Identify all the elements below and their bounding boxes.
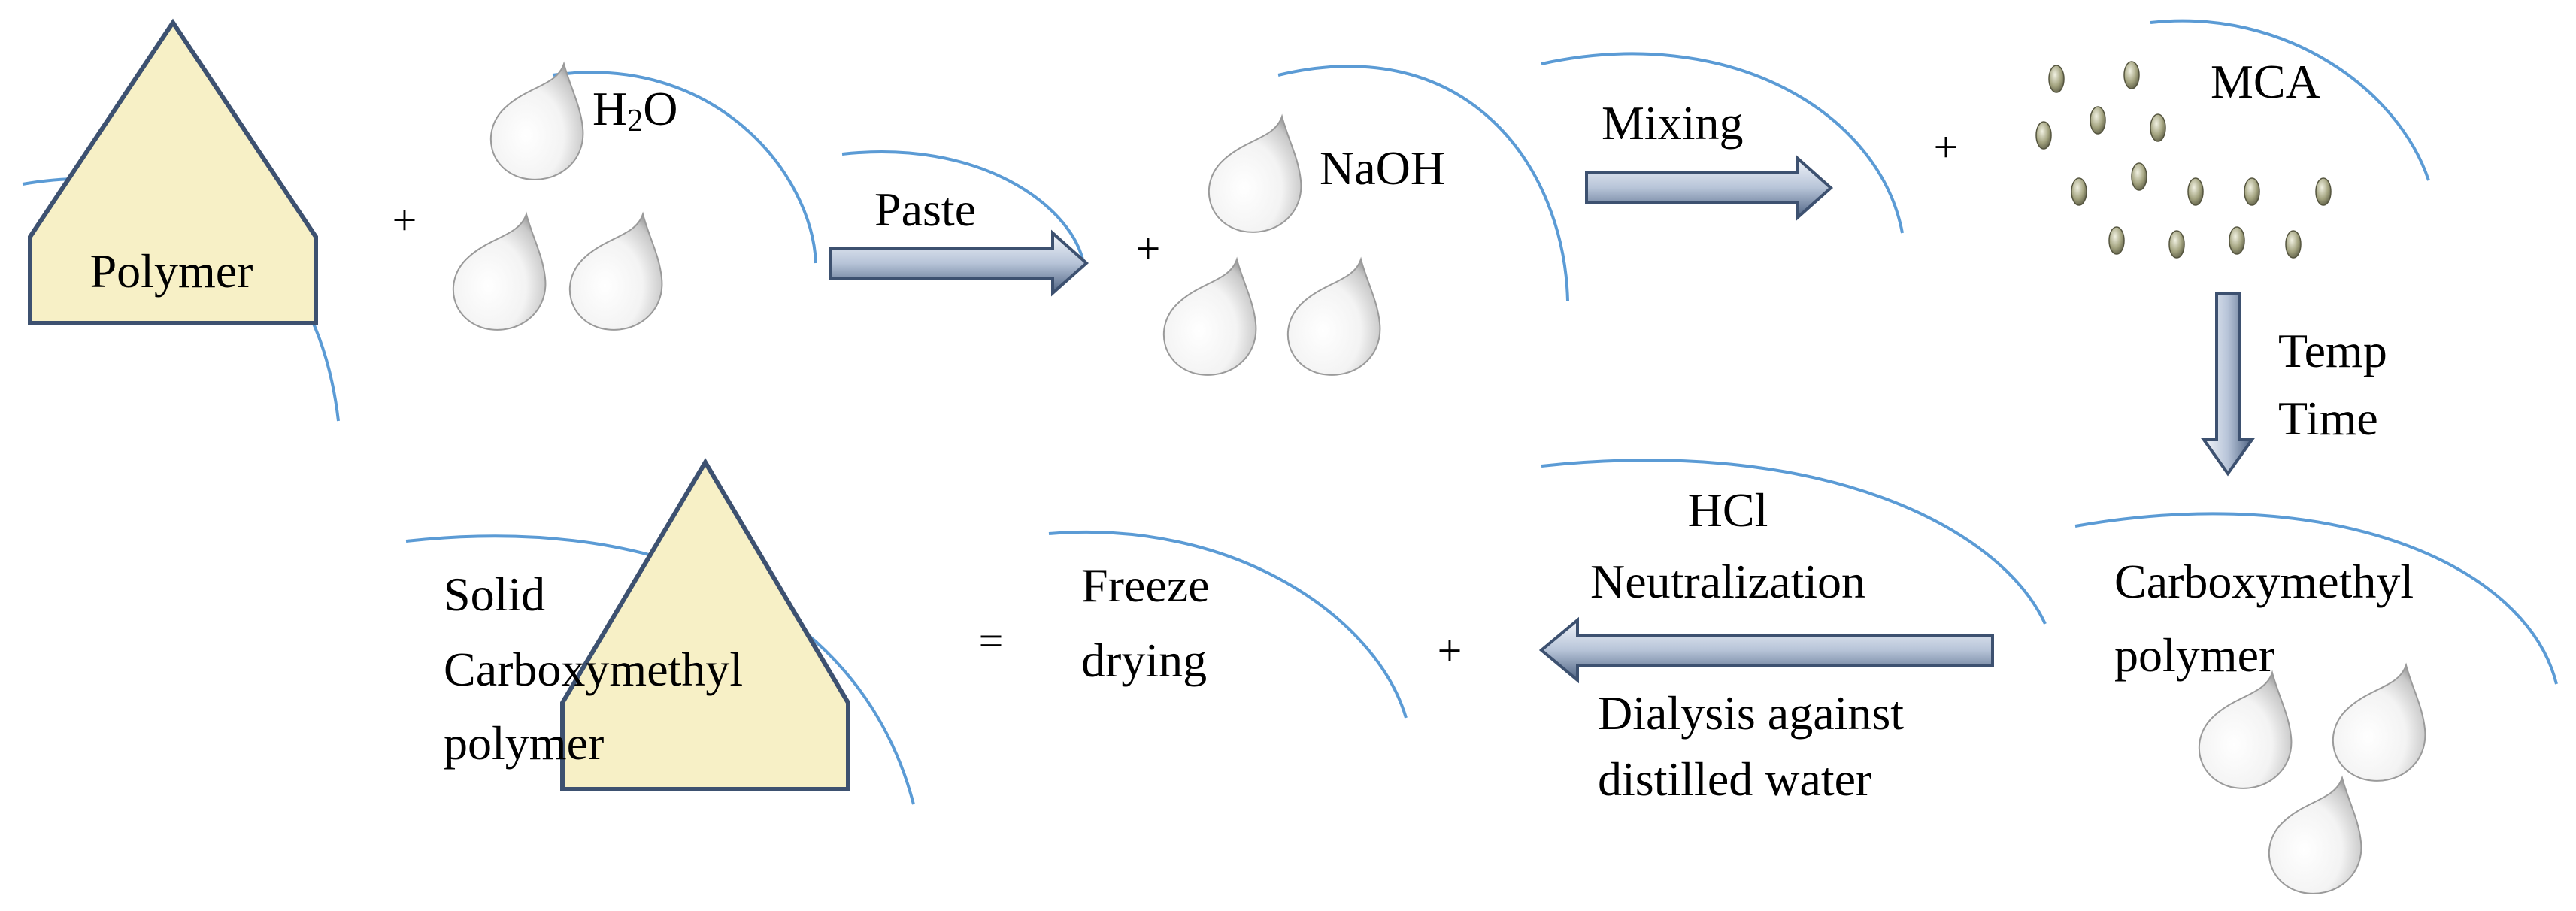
water-drop <box>568 213 663 331</box>
naoh-drop <box>1208 116 1302 233</box>
naoh-drop <box>1286 259 1381 376</box>
product-drop <box>2268 777 2362 894</box>
mixing-label: Mixing <box>1602 96 1743 150</box>
temp-time-arrow <box>2201 292 2255 477</box>
product-droplets <box>2198 664 2426 894</box>
plus-sign: + <box>1438 626 1462 675</box>
solid-product-label: Carboxymethyl <box>444 643 743 696</box>
arc <box>2074 512 2558 685</box>
plus-sign: + <box>392 195 417 244</box>
paste-arrow <box>829 229 1089 297</box>
naoh-drop <box>1162 259 1257 376</box>
solid-product-shape <box>560 458 850 791</box>
decorative-arcs <box>22 19 2558 805</box>
dialysis-label: Dialysis against <box>1598 686 1904 740</box>
solid-product-label: polymer <box>444 716 604 770</box>
plus-sign: + <box>1136 224 1161 273</box>
hcl-label: HCl <box>1688 483 1768 537</box>
arc <box>1048 531 1408 719</box>
freeze-drying-label: Freeze <box>1081 558 1210 612</box>
arc <box>1277 65 1569 301</box>
polymer-label: Polymer <box>90 244 253 298</box>
product-drop <box>2332 664 2426 782</box>
neutralization-arrow <box>1538 616 1994 684</box>
water-drop <box>489 63 584 180</box>
mixing-arrow <box>1585 154 1834 222</box>
arc <box>2150 19 2430 181</box>
mca-label: MCA <box>2211 55 2320 108</box>
carboxymethyl-label: Carboxymethyl <box>2114 555 2414 608</box>
water-label: H2O <box>592 82 677 138</box>
plus-sign: + <box>1934 123 1959 171</box>
arc <box>552 71 817 264</box>
equals-sign: = <box>979 616 1004 665</box>
solid-product-label: Solid <box>444 567 545 621</box>
naoh-label: NaOH <box>1320 141 1445 195</box>
paste-label: Paste <box>874 183 976 236</box>
arc <box>1541 459 2047 625</box>
temp-label: Temp <box>2278 324 2387 377</box>
product-drop <box>2198 672 2293 789</box>
carboxymethyl-label: polymer <box>2114 628 2274 682</box>
polymer-shape: Polymer <box>28 18 318 325</box>
time-label: Time <box>2278 392 2378 445</box>
arc <box>1541 52 1904 234</box>
freeze-drying-label: drying <box>1081 634 1207 687</box>
arc <box>841 150 1084 260</box>
water-drop <box>452 213 547 331</box>
dialysis-label: distilled water <box>1598 752 1871 806</box>
neutralization-label: Neutralization <box>1590 555 1865 608</box>
